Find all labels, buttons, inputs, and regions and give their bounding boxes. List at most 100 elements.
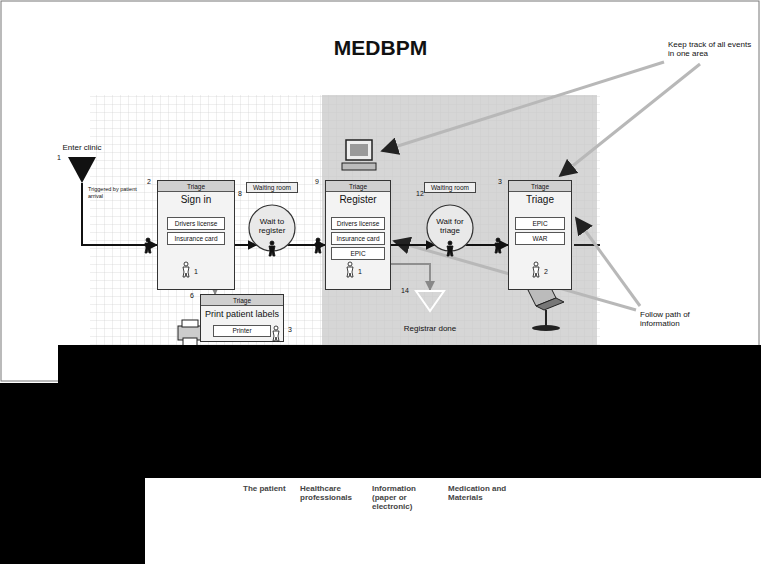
below-text: Triggered by patient arrival xyxy=(88,186,140,200)
body xyxy=(183,267,189,277)
redaction-block xyxy=(0,345,761,564)
document-box: Insurance card xyxy=(167,232,225,245)
body xyxy=(533,267,539,277)
printer-icon xyxy=(178,320,202,346)
callout-number: 1 xyxy=(194,268,198,276)
body xyxy=(447,246,453,256)
head xyxy=(348,262,352,266)
title-text: Register xyxy=(326,194,390,206)
flow-connector xyxy=(391,264,430,290)
head xyxy=(184,262,188,266)
banner-text: Waiting room xyxy=(424,182,476,193)
category-label: Medication and Materials xyxy=(448,484,522,502)
head xyxy=(274,326,278,330)
person-icon xyxy=(447,241,453,256)
grid-ground xyxy=(90,95,600,345)
center-text: Wait for triage xyxy=(432,217,468,235)
grid xyxy=(90,95,600,345)
below-text: Registrar done xyxy=(390,324,470,333)
body xyxy=(269,246,275,256)
title: MEDBPM xyxy=(0,36,761,60)
annotation: Keep track of all events in one area xyxy=(668,40,758,58)
field-text: EPIC xyxy=(332,248,384,259)
flow-connector xyxy=(82,183,157,245)
callout-number: 8 xyxy=(238,190,242,197)
flow-connector xyxy=(465,244,508,246)
category-label: Healthcare professionals xyxy=(300,484,362,502)
outline xyxy=(68,157,96,183)
person-icon xyxy=(347,262,353,277)
annotation: Follow path of information xyxy=(640,310,720,328)
device-box: Printer xyxy=(213,325,271,337)
callout-number: 1 xyxy=(358,268,362,276)
field-text: WAR xyxy=(516,233,564,244)
wait-circle: Waiting room8Wait to register xyxy=(248,204,296,252)
title-text: Sign in xyxy=(158,194,234,206)
head xyxy=(270,241,274,245)
head-text: Triage xyxy=(158,181,234,192)
callout-number: 12 xyxy=(416,190,424,197)
callout-number: 6 xyxy=(190,292,194,299)
end-event: 14Registrar done xyxy=(415,290,445,312)
person-icon xyxy=(183,262,189,277)
computer-icon xyxy=(342,140,376,170)
system-box: EPIC xyxy=(515,217,565,230)
person-icon xyxy=(145,238,151,253)
system-box: WAR xyxy=(515,232,565,245)
callout-number: 14 xyxy=(401,287,409,294)
body xyxy=(273,331,279,341)
wait-circle: Waiting room12Wait for triage xyxy=(426,204,474,252)
head xyxy=(534,262,538,266)
flow-connector xyxy=(287,244,325,246)
outline xyxy=(427,205,473,251)
outline xyxy=(416,291,444,311)
outline xyxy=(249,205,295,251)
center-text: Wait to register xyxy=(254,217,290,235)
callout-lines xyxy=(382,62,700,310)
field-text: Drivers license xyxy=(168,218,224,229)
callout-number: 9 xyxy=(315,178,319,185)
process-box: TriageTriage3EPICWAR xyxy=(508,180,572,290)
callout-number: 3 xyxy=(288,326,292,334)
body xyxy=(495,243,501,253)
person-icon xyxy=(533,262,539,277)
field-text: EPIC xyxy=(516,218,564,229)
callout-number: 3 xyxy=(498,178,502,185)
person-icon xyxy=(495,238,501,253)
body xyxy=(315,243,321,253)
head xyxy=(146,238,150,242)
head xyxy=(496,238,500,242)
head-text: Triage xyxy=(509,181,571,192)
field-text: Insurance card xyxy=(332,233,384,244)
title-text: Triage xyxy=(509,194,571,206)
head-text: Triage xyxy=(201,295,283,306)
person-icon xyxy=(315,238,321,253)
title-text: Print patient labels xyxy=(201,308,283,320)
document-box: Insurance card xyxy=(331,232,385,245)
head-text: Triage xyxy=(326,181,390,192)
flow-connector xyxy=(391,244,435,246)
category-label: The patient xyxy=(243,484,295,493)
shape xyxy=(415,290,445,312)
field-text: Printer xyxy=(214,326,270,336)
body xyxy=(145,243,151,253)
banner-text: Waiting room xyxy=(246,182,298,193)
field-text: Drivers license xyxy=(332,218,384,229)
callout-number: 2 xyxy=(147,178,151,185)
flow-connector xyxy=(235,244,257,246)
process-box: TriagePrint patient labels6Printer xyxy=(200,294,284,342)
callout-number: 1 xyxy=(57,154,61,161)
person-icon xyxy=(269,241,275,256)
head xyxy=(316,238,320,242)
system-box: EPIC xyxy=(331,247,385,260)
document-box: Drivers license xyxy=(331,217,385,230)
above-text: Enter clinic xyxy=(46,143,118,152)
callout-number: 2 xyxy=(544,268,548,276)
person-icon xyxy=(273,326,279,341)
document-box: Drivers license xyxy=(167,217,225,230)
shape xyxy=(68,157,96,183)
category-label: Information (paper or electronic) xyxy=(372,484,436,512)
start-event: Enter clinic1Triggered by patient arriva… xyxy=(68,157,96,183)
body xyxy=(347,267,353,277)
